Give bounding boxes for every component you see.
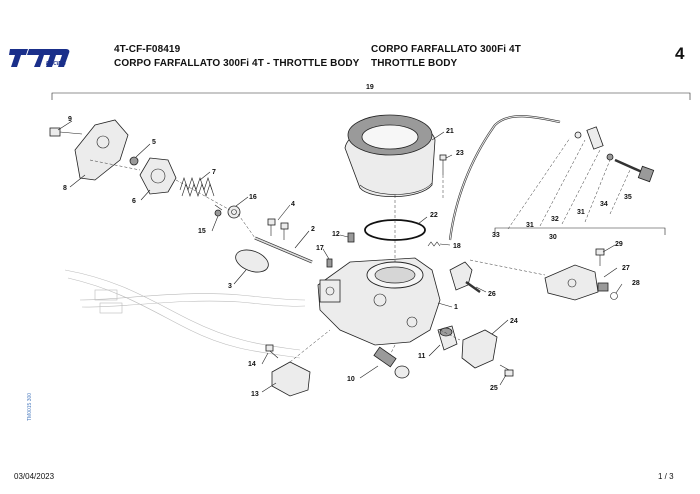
side-reference-code: TM0015 300 bbox=[27, 392, 33, 421]
part-1-throttle-body bbox=[317, 257, 441, 346]
callout-2: 2 bbox=[311, 226, 315, 233]
part-17-pin bbox=[326, 258, 333, 268]
callout-28: 28 bbox=[632, 280, 640, 287]
part-29-screw bbox=[595, 248, 605, 266]
part-4-screws bbox=[267, 218, 289, 240]
part-32-bracket bbox=[586, 126, 604, 150]
callout-6: 6 bbox=[132, 198, 136, 205]
callout-19: 19 bbox=[366, 84, 374, 91]
callout-12: 12 bbox=[332, 231, 340, 238]
callout-18: 18 bbox=[453, 243, 461, 250]
callout-9: 9 bbox=[68, 116, 72, 123]
callout-31b: 31 bbox=[577, 209, 585, 216]
part-26-injector bbox=[449, 261, 481, 293]
callout-30: 30 bbox=[549, 234, 557, 241]
callout-29: 29 bbox=[615, 241, 623, 248]
callout-27: 27 bbox=[622, 265, 630, 272]
callout-4: 4 bbox=[291, 201, 295, 208]
part-5-bush bbox=[129, 156, 139, 166]
part-code: 4T-CF-F08419 bbox=[114, 44, 181, 55]
callout-3: 3 bbox=[228, 283, 232, 290]
part-14-screw bbox=[265, 344, 279, 359]
part-9-screw bbox=[49, 127, 83, 137]
callout-16: 16 bbox=[249, 194, 257, 201]
callout-21: 21 bbox=[446, 128, 454, 135]
callout-24: 24 bbox=[510, 318, 518, 325]
callout-25: 25 bbox=[490, 385, 498, 392]
part-8-cover bbox=[74, 119, 129, 181]
part-10-idle-screw bbox=[373, 346, 410, 379]
callout-13: 13 bbox=[251, 391, 259, 398]
part-8-cover-boss bbox=[96, 135, 110, 149]
part-31-clip bbox=[574, 131, 582, 139]
part-15-washer bbox=[214, 209, 222, 217]
assembly-lines bbox=[89, 159, 546, 363]
callout-14: 14 bbox=[248, 361, 256, 368]
logo-mark-icon: RACING bbox=[9, 49, 70, 67]
footer-page-indicator: 1 / 3 bbox=[658, 472, 674, 481]
callout-5: 5 bbox=[152, 139, 156, 146]
part-23-clamp-screw bbox=[439, 154, 447, 175]
logo-subtext: RACING bbox=[46, 61, 66, 67]
callout-1: 1 bbox=[454, 304, 458, 311]
callout-11: 11 bbox=[418, 353, 426, 360]
callout-34: 34 bbox=[600, 201, 608, 208]
group-bracket-30 bbox=[494, 227, 666, 235]
part-21-intake-boot bbox=[344, 114, 436, 198]
throttle-cables-ghost bbox=[64, 269, 306, 359]
part-6-cam bbox=[139, 157, 177, 195]
callout-26: 26 bbox=[488, 291, 496, 298]
part-13-map-sensor bbox=[271, 361, 311, 397]
callout-31a: 31 bbox=[526, 222, 534, 229]
part-28-o-ring bbox=[610, 292, 618, 300]
title-italian-right: CORPO FARFALLATO 300Fi 4T bbox=[371, 44, 521, 55]
callout-23: 23 bbox=[456, 150, 464, 157]
part-34-35-sensor bbox=[614, 158, 655, 183]
part-25-screw bbox=[499, 364, 514, 377]
callout-10: 10 bbox=[347, 376, 355, 383]
part-31-nut bbox=[606, 153, 614, 161]
callout-15: 15 bbox=[198, 228, 206, 235]
part-24-tps-sensor bbox=[461, 329, 498, 369]
callout-32: 32 bbox=[551, 216, 559, 223]
part-2-shaft bbox=[254, 236, 313, 264]
tm-racing-logo: RACING bbox=[8, 44, 70, 75]
part-12-pin bbox=[347, 232, 355, 243]
part-3-butterfly-plate bbox=[235, 249, 269, 273]
group-bracket-19 bbox=[51, 92, 691, 100]
part-11-bush bbox=[437, 325, 458, 351]
callout-7: 7 bbox=[212, 169, 216, 176]
callout-8: 8 bbox=[63, 185, 67, 192]
part-27-fuel-rail bbox=[544, 264, 609, 301]
part-33-hose bbox=[448, 115, 561, 241]
part-18-spring bbox=[427, 241, 441, 247]
page-number: 4 bbox=[675, 44, 685, 63]
callout-33: 33 bbox=[492, 232, 500, 239]
footer-date: 03/04/2023 bbox=[14, 472, 55, 481]
callout-35: 35 bbox=[624, 194, 632, 201]
part-7-spring bbox=[179, 177, 223, 211]
part-16-bearing bbox=[227, 205, 241, 219]
callout-22: 22 bbox=[430, 212, 438, 219]
part-6-cam-hub bbox=[150, 168, 166, 184]
title-italian: CORPO FARFALLATO 300Fi 4T - THROTTLE BOD… bbox=[114, 58, 360, 69]
callout-leaders bbox=[57, 120, 623, 393]
title-english: THROTTLE BODY bbox=[371, 58, 458, 69]
callout-17: 17 bbox=[316, 245, 324, 252]
